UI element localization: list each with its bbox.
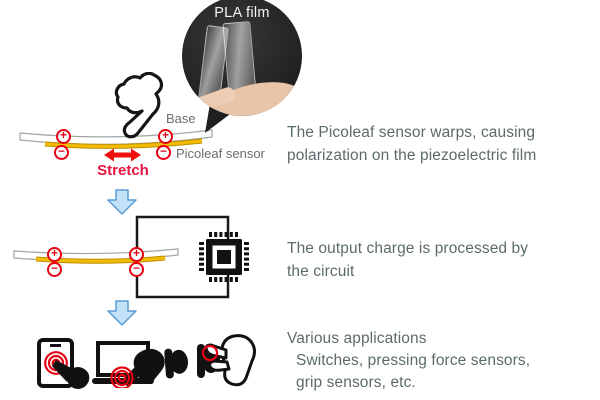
photo-caption: PLA film [214, 5, 270, 21]
minus-charge-icon: − [129, 262, 144, 277]
pla-film-photo: PLA film [182, 0, 302, 116]
touch-ripple-icon [110, 366, 134, 388]
minus-charge-icon: − [47, 262, 62, 277]
touch-hand-icon [52, 360, 90, 389]
down-arrow-icon [107, 300, 137, 326]
minus-charge-icon: − [156, 145, 171, 160]
grip-clip-icon [164, 348, 189, 379]
plus-charge-icon: + [158, 129, 173, 144]
chip-icon [199, 232, 249, 282]
stage3-description: Various applications Switches, pressing … [287, 330, 531, 391]
plus-charge-icon: + [129, 247, 144, 262]
down-arrow-icon [107, 189, 137, 215]
press-hand-icon [114, 72, 164, 139]
stage1-description: The Picoleaf sensor warps, causing polar… [287, 124, 537, 164]
stage2-description: The output charge is processed by the ci… [287, 240, 529, 280]
touch-hand-icon [120, 348, 165, 386]
stretch-label: Stretch [97, 162, 149, 179]
smartphone-icon [37, 338, 90, 389]
grip-sensor-icon [164, 334, 256, 387]
pinch-point-icon [201, 344, 219, 362]
laptop-icon [92, 341, 165, 388]
plus-charge-icon: + [47, 247, 62, 262]
stretch-arrow-icon [104, 148, 141, 162]
pinch-hand-icon [204, 334, 256, 387]
stage3-title: Various applications [287, 330, 427, 347]
picoleaf-sensor-label: Picoleaf sensor [176, 146, 265, 161]
minus-charge-icon: − [54, 145, 69, 160]
plus-charge-icon: + [56, 129, 71, 144]
base-label: Base [166, 111, 196, 126]
